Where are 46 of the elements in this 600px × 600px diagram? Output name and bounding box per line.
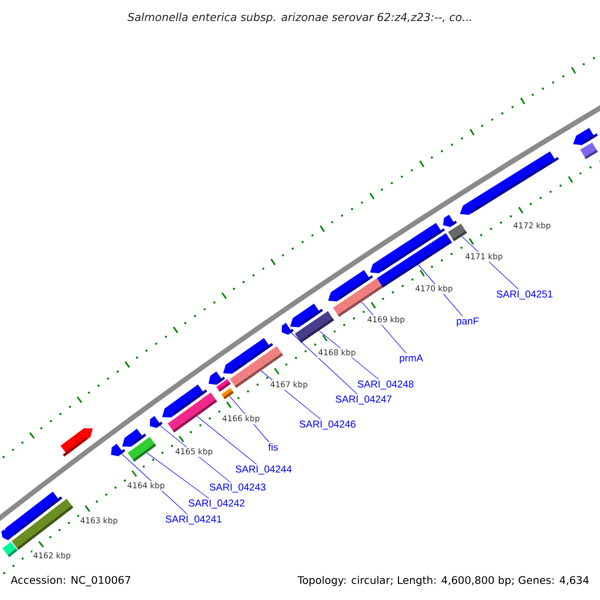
tick-label: 4169 kbp xyxy=(366,315,406,325)
gene-block xyxy=(223,338,274,374)
gene-block xyxy=(328,270,374,302)
gene-block xyxy=(282,322,294,335)
gene-label: SARI_04242 xyxy=(188,500,244,508)
gene-label: SARI_04246 xyxy=(300,420,356,430)
gene-label: prmA xyxy=(400,354,424,364)
gene-label: SARI_04247 xyxy=(336,396,392,404)
tick-label: 4162 kbp xyxy=(32,551,72,561)
tick-label: 4166 kbp xyxy=(221,414,261,424)
gene-label: SARI_04244 xyxy=(236,466,292,474)
gene-label: SARI_04241 xyxy=(166,516,222,524)
gene-label: SARI_04251 xyxy=(496,290,552,300)
gene-label: SARI_04248 xyxy=(358,380,414,390)
gene-label: fis xyxy=(268,443,278,451)
gene-block xyxy=(370,222,445,274)
footer-text: Accession: NC_010067 xyxy=(10,576,130,586)
tick-label: 4163 kbp xyxy=(79,516,119,526)
gene-block xyxy=(110,444,126,456)
gene-bar xyxy=(448,224,467,242)
title: Salmonella enterica subsp. arizonae serovar 62:z4,z23:--, co... xyxy=(128,12,472,24)
gene-block xyxy=(290,304,324,328)
tick-label: 4167 kbp xyxy=(269,380,309,390)
tick-label: 4170 kbp xyxy=(414,284,454,294)
gene-block xyxy=(3,492,62,537)
gene-block xyxy=(460,151,559,215)
footer-text: Topology: circular; Length: 4,600,800 bp; Genes: 4,634 xyxy=(298,576,589,586)
gene-block xyxy=(162,384,208,418)
gene-block xyxy=(60,428,93,457)
gene-block xyxy=(573,128,598,146)
tick-label: 4164 kbp xyxy=(126,481,166,491)
gene-block xyxy=(442,214,457,228)
gene-label: SARI_04243 xyxy=(210,484,266,492)
gene-block xyxy=(122,428,146,447)
leader-line xyxy=(146,452,210,499)
gene-label: panF xyxy=(456,318,479,326)
leader-line xyxy=(196,416,257,465)
tick-label: 4171 kbp xyxy=(464,252,504,262)
gene-bar xyxy=(221,388,234,400)
tick-label: 4165 kbp xyxy=(174,447,214,457)
tick-label: 4168 kbp xyxy=(317,348,357,358)
gene-bar xyxy=(580,142,598,160)
tick-label: 4172 kbp xyxy=(512,221,552,231)
gene-block xyxy=(150,416,163,428)
leader-line xyxy=(290,332,358,395)
gene-block xyxy=(208,371,226,385)
